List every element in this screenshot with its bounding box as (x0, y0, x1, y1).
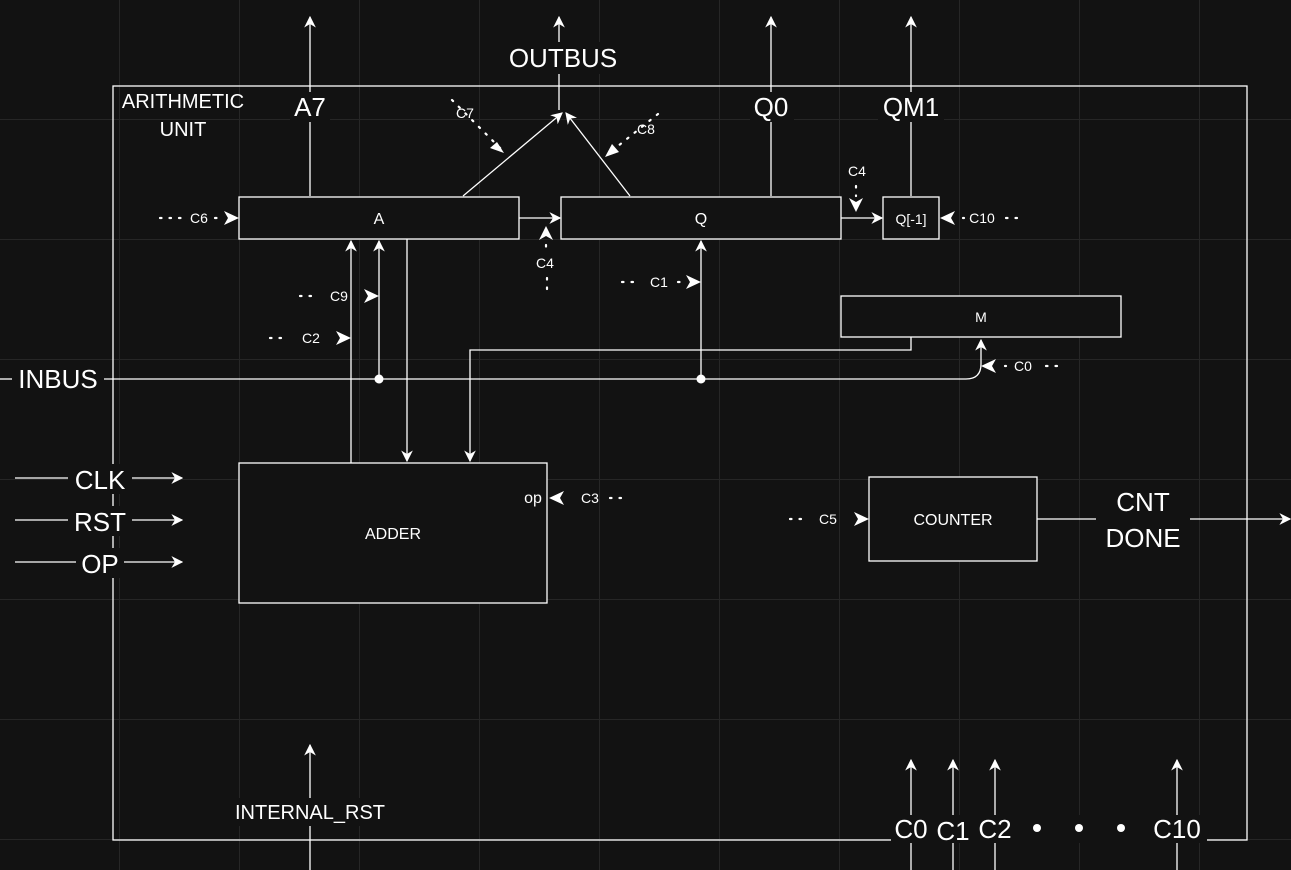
outbus-label: OUTBUS (509, 43, 617, 73)
bottom-c10-label: C10 (1153, 814, 1201, 844)
register-q-label: Q (695, 211, 707, 228)
register-q (560, 196, 842, 240)
c6-label: C6 (190, 210, 208, 226)
adder-op-port: op (524, 490, 542, 507)
register-m-label: M (975, 309, 987, 325)
register-m (840, 295, 1122, 338)
c1-label: C1 (650, 274, 668, 290)
cnt-done-label-line1: CNT (1116, 487, 1170, 517)
c10-label: C10 (969, 210, 995, 226)
bottom-c0-label: C0 (894, 814, 927, 844)
counter-block (868, 476, 1038, 562)
rst-label: RST (74, 507, 126, 537)
register-a-label: A (374, 211, 385, 228)
inbus-wire (104, 338, 987, 380)
m-to-adder-wire (464, 337, 912, 463)
qm1-label: QM1 (883, 92, 939, 122)
q-to-outbus-wire (565, 112, 631, 197)
c7-control-dots (450, 98, 504, 152)
cnt-done-label-line2: DONE (1105, 523, 1180, 553)
adder-label: ADDER (365, 526, 421, 543)
c0-label: C0 (1014, 358, 1032, 374)
c4-shift-label: C4 (536, 255, 554, 271)
a7-label: A7 (294, 92, 326, 122)
internal-rst-label: INTERNAL_RST (235, 802, 385, 824)
ellipsis-dot-1 (1033, 824, 1041, 832)
c3-label: C3 (581, 490, 599, 506)
c8-control-dots (606, 112, 660, 156)
bottom-c2-label: C2 (978, 814, 1011, 844)
c2-label: C2 (302, 330, 320, 346)
counter-label: COUNTER (913, 512, 992, 529)
adder-block (238, 462, 548, 604)
register-qm1 (882, 196, 940, 240)
q0-label: Q0 (754, 92, 789, 122)
arithmetic-unit-boundary (112, 85, 1248, 841)
c5-label: C5 (819, 511, 837, 527)
c4-qm1-label: C4 (848, 163, 866, 179)
unit-title-line1: ARITHMETIC (122, 91, 244, 113)
register-qm1-label: Q[-1] (895, 211, 926, 227)
op-label: OP (81, 549, 119, 579)
c7-label: C7 (456, 105, 474, 121)
ellipsis-dot-2 (1075, 824, 1083, 832)
c9-label: C9 (330, 288, 348, 304)
c8-label: C8 (637, 121, 655, 137)
ellipsis-dot-3 (1117, 824, 1125, 832)
clk-label: CLK (75, 465, 126, 495)
bottom-c1-label: C1 (936, 816, 969, 846)
inbus-label: INBUS (18, 364, 97, 394)
unit-title-line2: UNIT (160, 119, 207, 141)
a-to-outbus-wire (462, 112, 563, 197)
